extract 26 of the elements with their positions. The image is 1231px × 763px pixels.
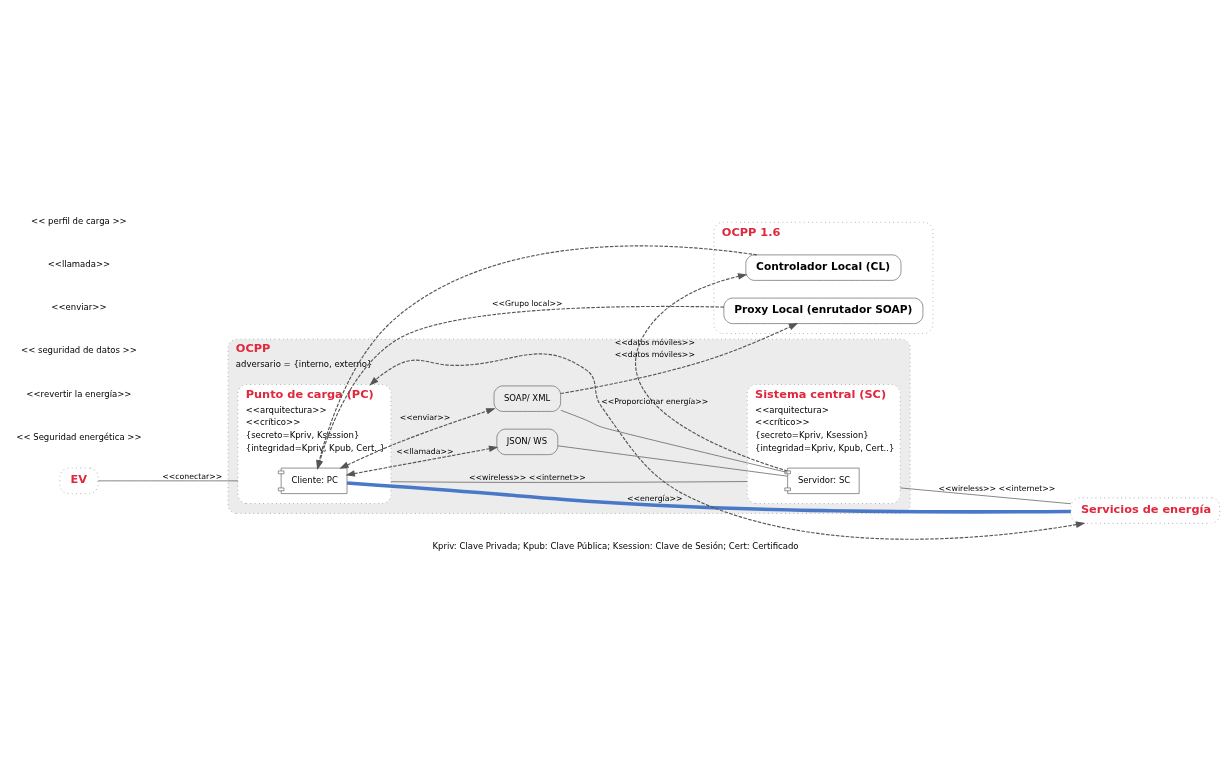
node-box: JSON/ WS xyxy=(496,428,559,455)
node-box: Controlador Local (CL) xyxy=(745,254,902,281)
arrow xyxy=(316,245,758,470)
connector xyxy=(346,481,1071,514)
connector xyxy=(560,409,788,473)
node-box: EV xyxy=(59,467,99,494)
label: <<llamada>> xyxy=(47,258,111,269)
node-box: Servicios de energía xyxy=(1070,497,1221,524)
arrow xyxy=(369,353,1086,540)
arrow xyxy=(560,322,799,395)
connector xyxy=(557,445,788,477)
arrow xyxy=(635,273,788,472)
connector xyxy=(97,480,239,482)
connector xyxy=(390,481,748,483)
node-box: SOAP/ XML xyxy=(493,385,561,412)
label: <<enviar>> xyxy=(51,302,107,313)
connector xyxy=(899,487,1072,505)
caption: Kpriv: Clave Privada; Kpub: Clave Pública; Ksession: Clave de Sesión; Cert: Certificado xyxy=(432,540,799,551)
arrow xyxy=(316,305,725,470)
arrow xyxy=(339,408,496,469)
label: << Seguridad energética >> xyxy=(16,431,142,442)
node-box: Proxy Local (enrutador SOAP) xyxy=(723,297,924,324)
label: <<revertir la energía>> xyxy=(26,388,132,399)
arrow xyxy=(345,445,499,477)
label: << seguridad de datos >> xyxy=(21,345,137,356)
label: << perfil de carga >> xyxy=(31,215,127,226)
